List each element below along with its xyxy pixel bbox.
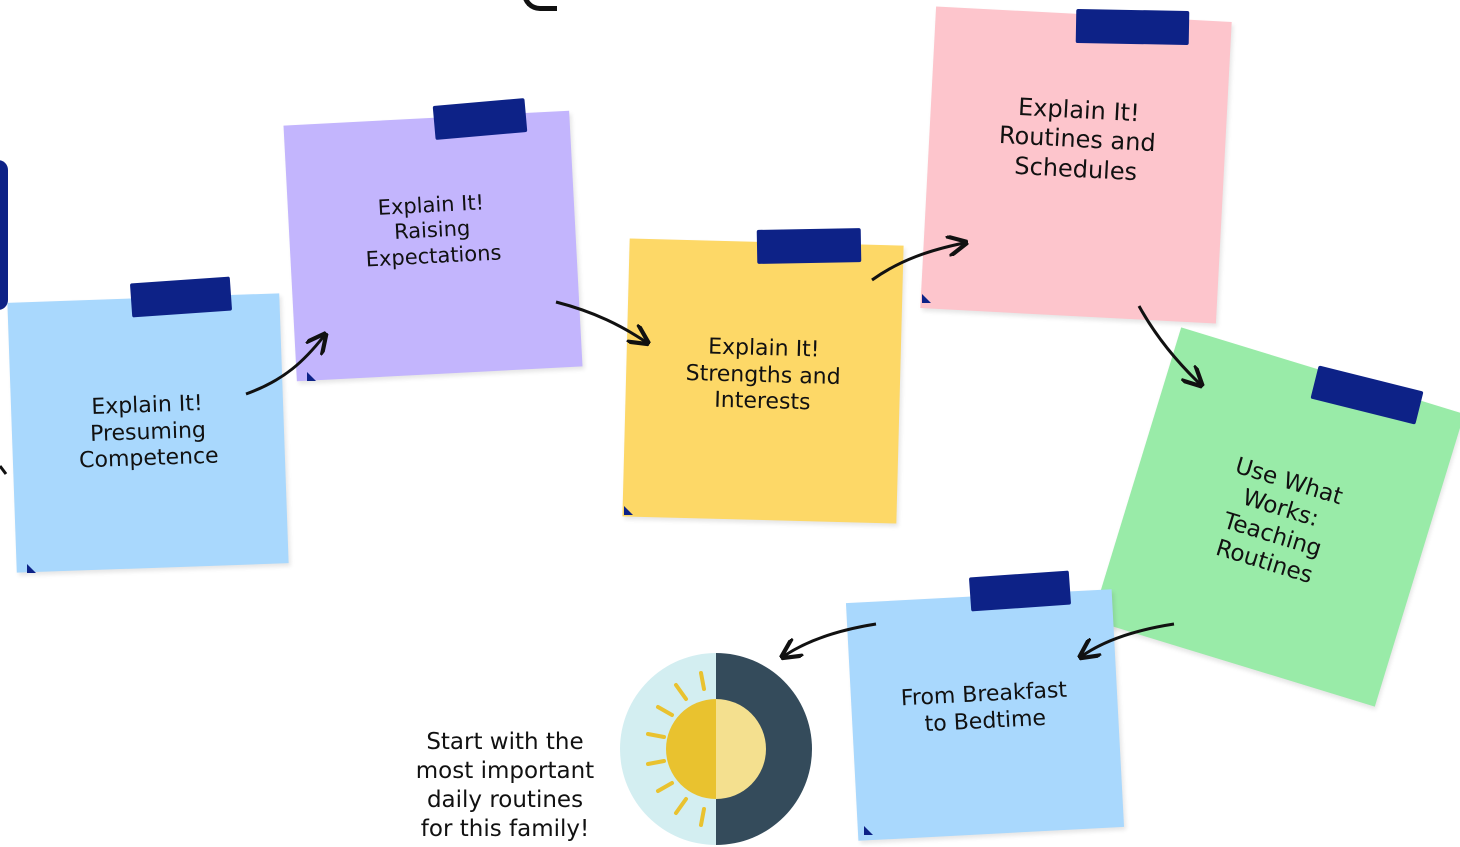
arrow-5-to-6 [1082,622,1175,656]
sun-moon-icon [620,653,812,845]
corner-fold [864,826,873,835]
arrow-1-to-2 [245,336,324,396]
edge-arrow-fragment [0,465,8,475]
arrow-6-to-icon [784,622,877,656]
corner-fold [624,506,633,515]
corner-fold [27,564,36,573]
corner-fold [922,294,931,303]
corner-fold [307,372,316,381]
arrow-4-to-5 [1137,305,1200,384]
edge-tape-mark [0,160,8,310]
arrow-2-to-3 [555,300,646,342]
routines-caption: Start with the most important daily rout… [415,729,595,842]
arrow-3-to-4 [871,243,964,282]
